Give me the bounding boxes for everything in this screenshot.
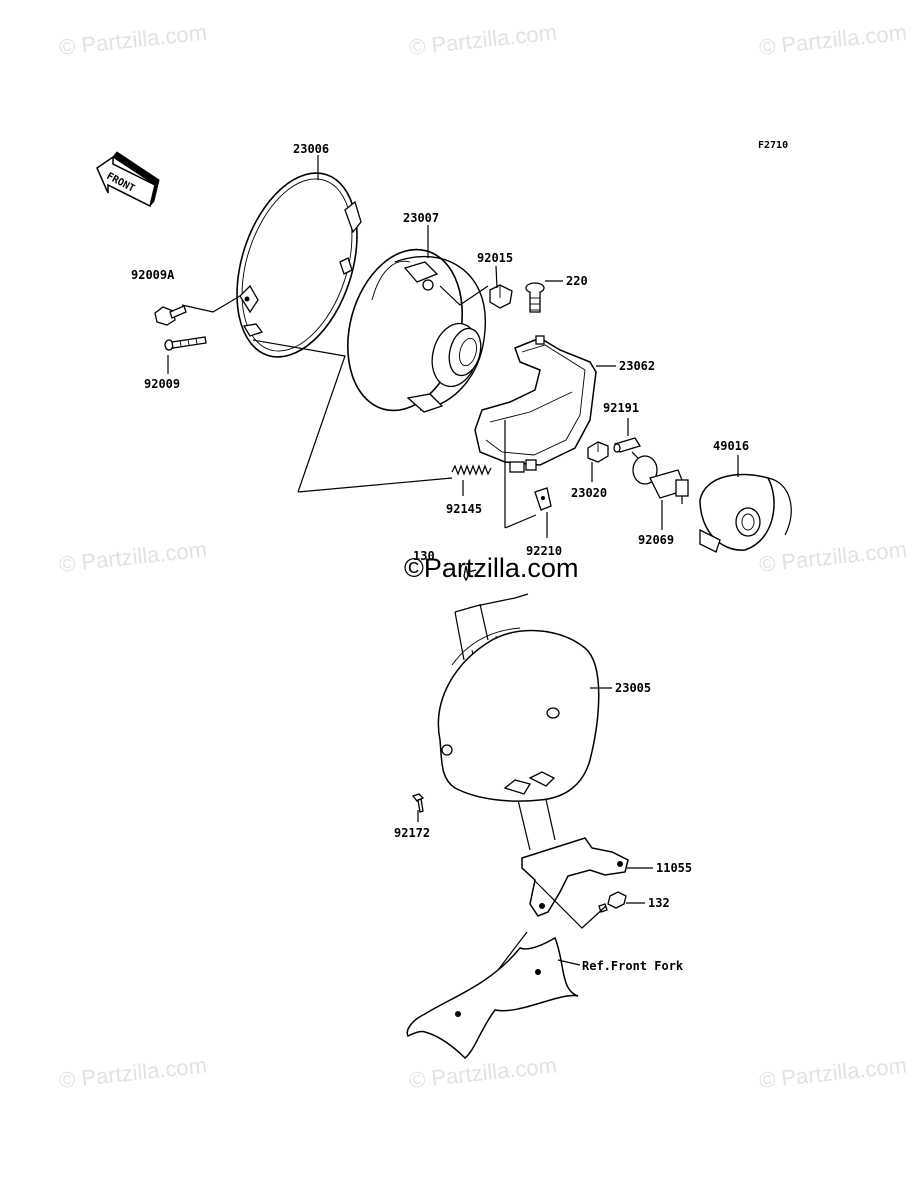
bolt-92009A (154, 305, 187, 326)
front-fork (406, 936, 579, 1060)
label-49016: 49016 (713, 439, 749, 453)
leader-lines (167, 155, 739, 971)
label-23005: 23005 (615, 681, 651, 695)
label-220: 220 (566, 274, 588, 288)
label-130: 130 (413, 549, 435, 563)
plate-92210 (534, 487, 552, 511)
headlight-unit (346, 248, 486, 413)
label-92145: 92145 (446, 502, 482, 516)
label-92015: 92015 (477, 251, 513, 265)
screw-92009 (164, 336, 207, 351)
label-92191: 92191 (603, 401, 639, 415)
spring-92145 (451, 464, 492, 476)
tube-92191 (613, 437, 642, 453)
label-ref-front-fork: Ref.Front Fork (582, 959, 684, 973)
front-arrow-icon: FRONT (96, 151, 160, 208)
watermark: © Partzilla.com (408, 20, 558, 60)
label-92210: 92210 (526, 544, 562, 558)
label-23062: 23062 (619, 359, 655, 373)
mount-bracket-11055 (521, 837, 629, 917)
watermark: © Partzilla.com (758, 537, 908, 577)
nut-92015 (489, 284, 513, 309)
watermark: © Partzilla.com (758, 20, 908, 60)
label-92009: 92009 (144, 377, 180, 391)
bulb-92069 (631, 451, 689, 504)
label-11055: 11055 (656, 861, 692, 875)
headlight-shell (437, 627, 600, 802)
watermark: © Partzilla.com (408, 1053, 558, 1093)
part-labels: 23006 23007 92015 220 92009A 92009 23062… (131, 142, 749, 973)
label-92172: 92172 (394, 826, 430, 840)
rubber-cap-49016 (699, 473, 792, 553)
label-92009A: 92009A (131, 268, 175, 282)
screw-220 (525, 282, 545, 313)
label-23007: 23007 (403, 211, 439, 225)
watermark: © Partzilla.com (58, 1053, 208, 1093)
label-92069: 92069 (638, 533, 674, 547)
watermark: © Partzilla.com (58, 537, 208, 577)
watermark: © Partzilla.com (58, 20, 208, 60)
socket-23020 (587, 441, 609, 463)
label-23006: 23006 (293, 142, 329, 156)
figure-code: F2710 (758, 140, 788, 151)
label-132: 132 (648, 896, 670, 910)
screw-92172 (411, 793, 425, 813)
headlight-bracket (474, 335, 597, 473)
watermark: © Partzilla.com (758, 1053, 908, 1093)
headlight-rim (236, 172, 362, 358)
label-23020: 23020 (571, 486, 607, 500)
watermark-center: ©Partzilla.com (404, 553, 578, 583)
screw-130 (463, 565, 477, 582)
